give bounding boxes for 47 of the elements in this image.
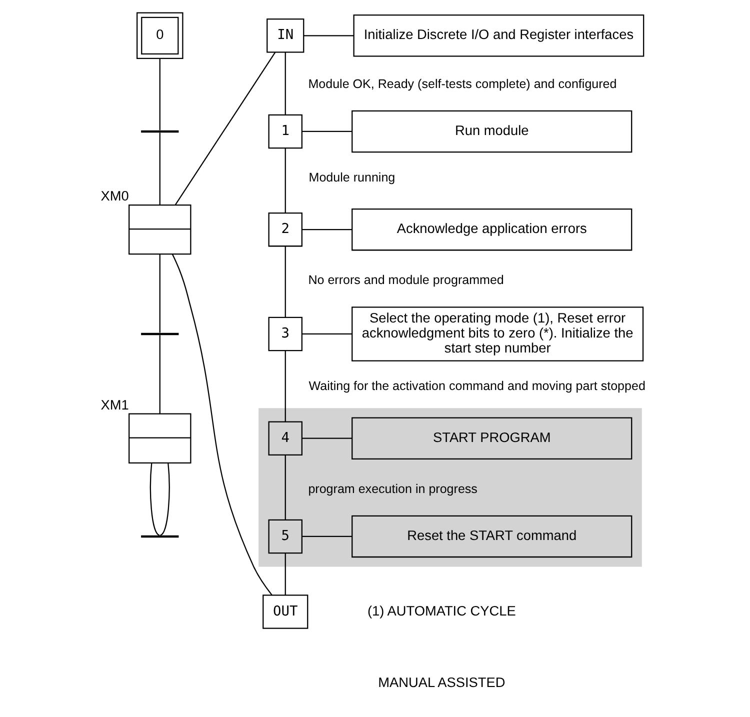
node-box: Acknowledge application errors	[351, 208, 632, 251]
connector	[302, 130, 352, 132]
edge-label: program execution in progress	[308, 482, 477, 496]
connector	[159, 463, 170, 536]
edge-label: Module running	[308, 170, 395, 184]
connector	[284, 455, 286, 520]
node-box: Run module	[351, 110, 632, 153]
node-box: IN	[266, 18, 304, 53]
edge-label: Module OK, Ready (self-tests complete) and configured	[308, 76, 616, 91]
node-box: 5	[268, 519, 302, 554]
connector	[171, 254, 272, 596]
connector	[284, 52, 286, 115]
connector	[158, 254, 160, 333]
edge-label: Waiting for the activation command and moving part stopped	[308, 379, 645, 394]
node-bar	[140, 535, 178, 538]
connector	[158, 335, 160, 414]
node-label: XM0	[100, 188, 128, 204]
node-box: 2	[268, 212, 302, 247]
node-box: 4	[268, 421, 302, 456]
connector	[149, 463, 160, 536]
label: (1) AUTOMATIC CYCLE	[366, 603, 516, 618]
node-bar	[140, 332, 178, 336]
node-box: 3	[268, 316, 302, 352]
connector	[158, 58, 160, 130]
connector	[174, 52, 276, 206]
connector	[284, 350, 286, 422]
edge-label: No errors and module programmed	[308, 273, 504, 288]
node-box: Initialize Discrete I/O and Register interfaces	[352, 14, 644, 57]
connector	[303, 35, 354, 36]
connector	[302, 229, 352, 230]
connector	[302, 536, 352, 538]
connector	[302, 438, 352, 439]
node-label: XM1	[100, 397, 128, 412]
connector	[284, 148, 286, 213]
node-box: OUT	[262, 594, 308, 629]
node-box: Select the operating mode (1), Reset error acknowledgment bits to zero (*). Initialize the start step number	[351, 306, 644, 362]
connector	[158, 132, 160, 205]
node-box: 0	[136, 12, 183, 60]
node-box: START PROGRAM	[351, 417, 632, 460]
node-box: 1	[268, 114, 302, 149]
cluster	[258, 408, 642, 567]
connector	[284, 246, 286, 318]
connector	[301, 333, 352, 335]
node-bar	[140, 130, 178, 133]
connector	[284, 553, 286, 596]
node-box: Reset the START command	[351, 515, 632, 558]
label: MANUAL ASSISTED	[378, 675, 505, 690]
